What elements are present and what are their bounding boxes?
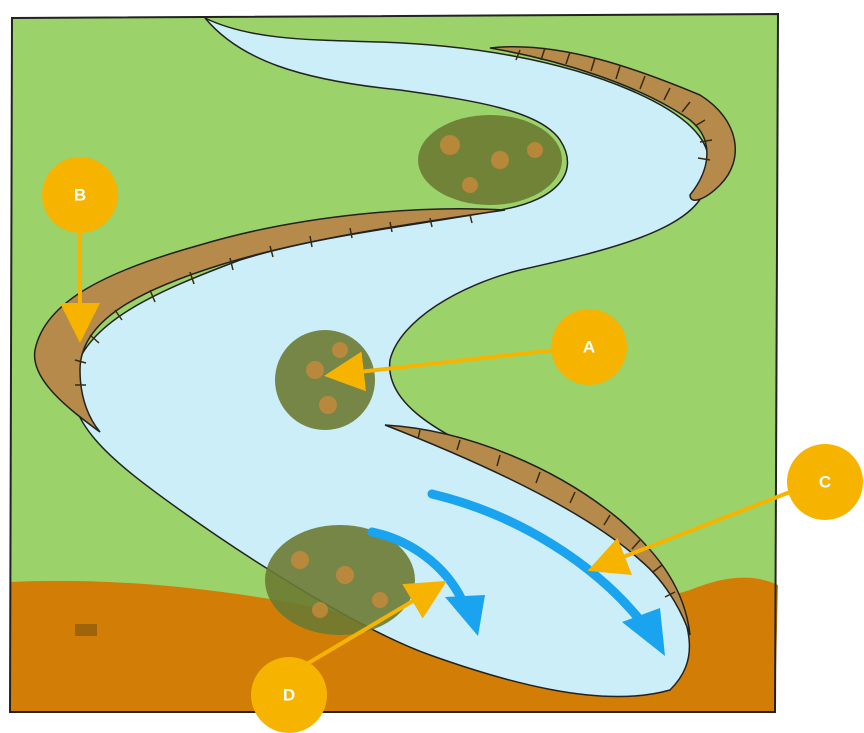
marker-b-label: B — [74, 186, 86, 205]
marker-c[interactable]: C — [787, 444, 863, 520]
map-frame — [8, 12, 780, 713]
vegetation-patch-top — [418, 115, 562, 205]
vegetation-patch-middle — [275, 330, 375, 430]
marker-c-label: C — [819, 473, 831, 492]
marker-a[interactable]: A — [551, 309, 627, 385]
river-bank-lower-right — [384, 424, 691, 636]
vegetation-patch-bottom — [265, 525, 415, 635]
river-bank-left — [33, 208, 506, 433]
flow-arrow-icon — [427, 489, 665, 656]
flow-arrow-icon — [367, 527, 485, 636]
river-bank-upper-right — [489, 45, 737, 201]
bank-hatching — [74, 47, 713, 598]
pointer-arrow-icon — [587, 490, 791, 576]
marker-d[interactable]: D — [251, 657, 327, 733]
marker-b[interactable]: B — [42, 157, 118, 233]
soil-speck — [75, 624, 97, 636]
pointer-arrow-icon — [303, 580, 447, 667]
marker-d-label: D — [283, 686, 295, 705]
pointer-arrow-icon — [324, 348, 556, 392]
marker-a-label: A — [583, 338, 595, 357]
